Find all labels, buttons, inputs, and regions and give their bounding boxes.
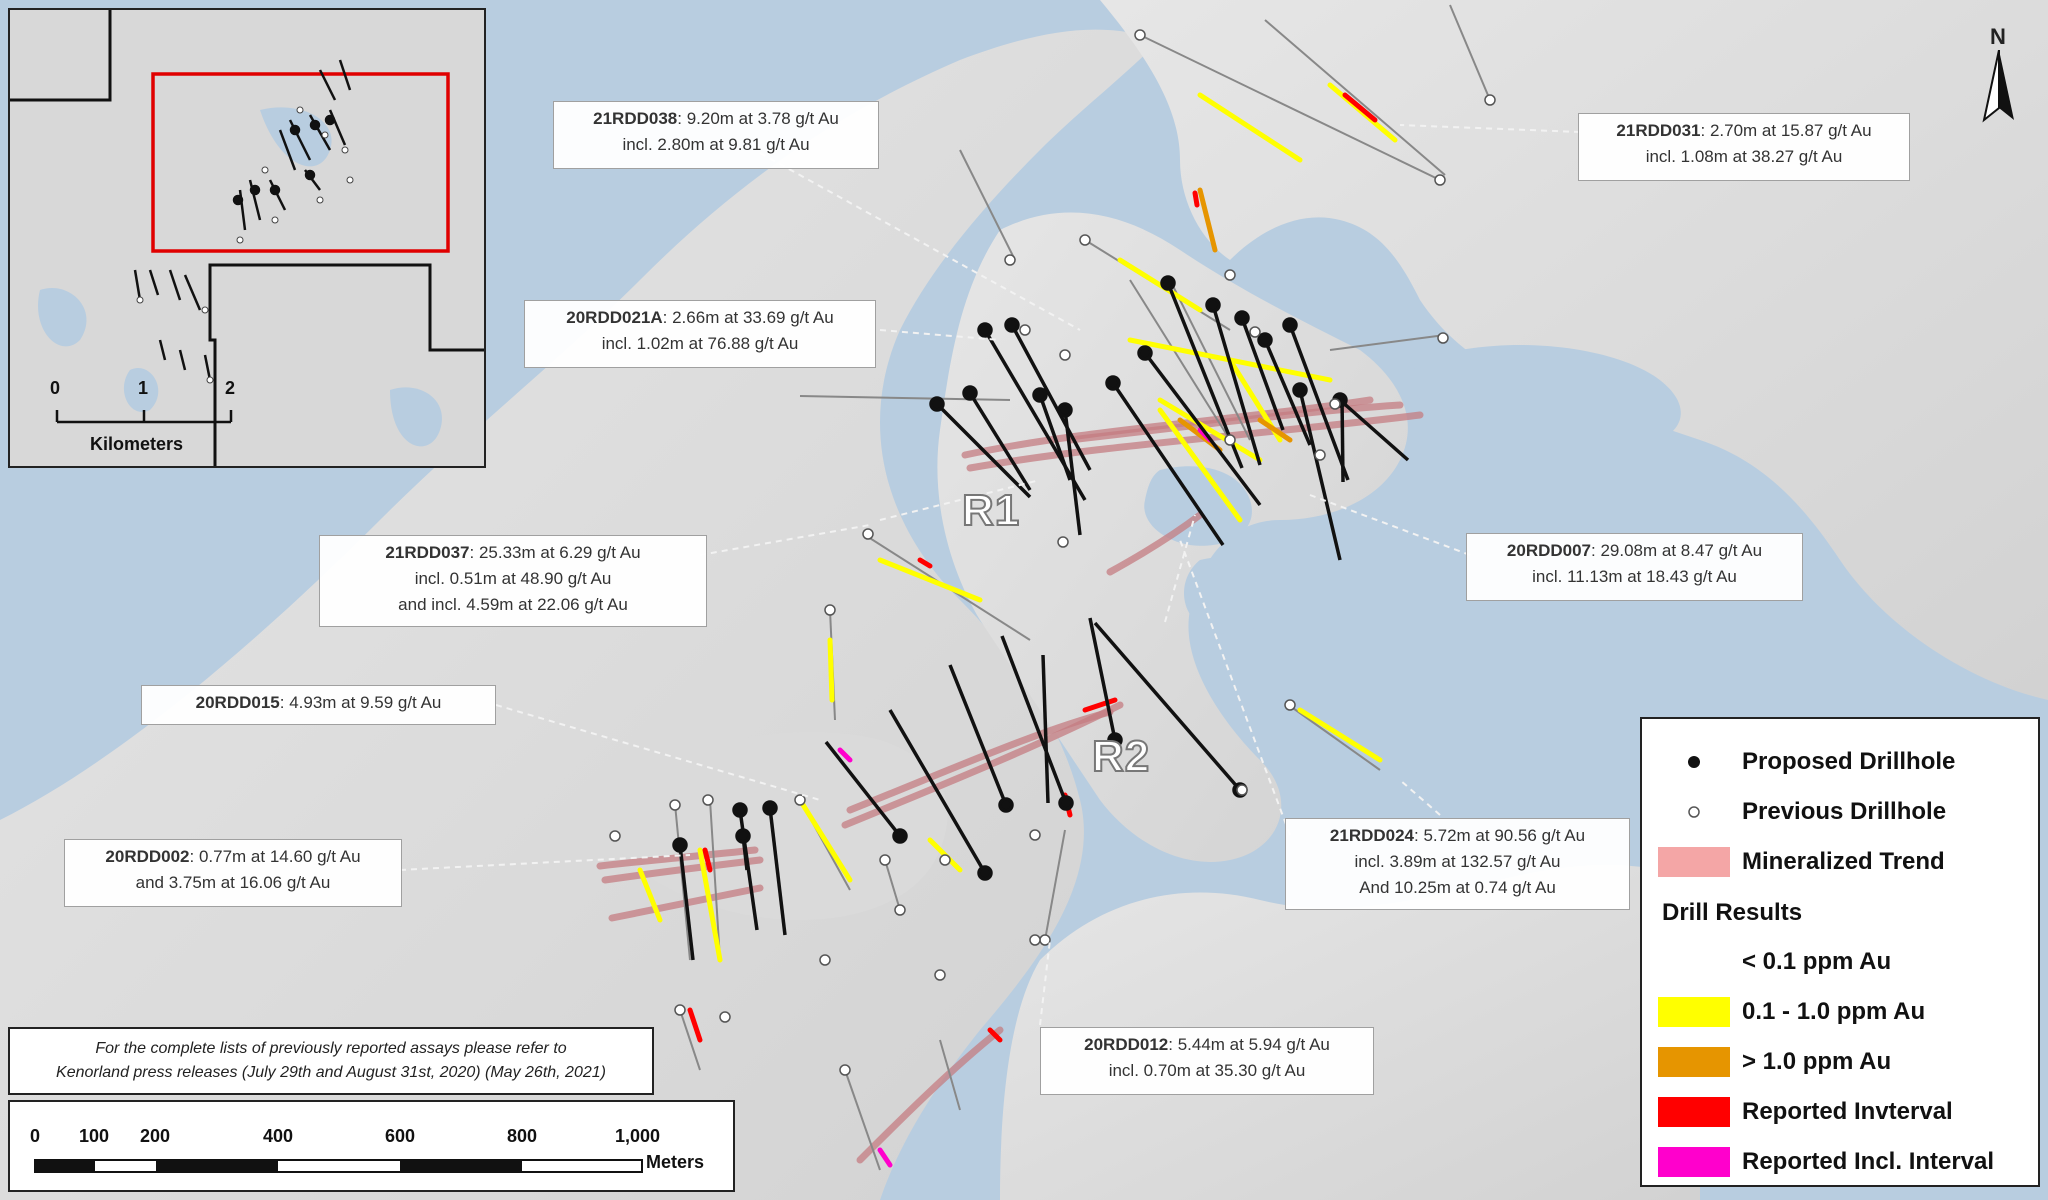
scale-tick-200: 200 <box>140 1126 171 1146</box>
inset-tick-2: 2 <box>225 378 236 398</box>
red-swatch <box>1658 1097 1730 1127</box>
note-line-1: For the complete lists of previously rep… <box>95 1040 567 1057</box>
inset-extent-box <box>151 72 450 253</box>
scale-tick-600: 600 <box>385 1126 416 1146</box>
scale-tick-100: 100 <box>79 1126 110 1146</box>
callout-20rdd007: 20RDD007: 29.08m at 8.47 g/t Au incl. 11… <box>1466 533 1803 601</box>
legend-previous: Previous Drillhole <box>1658 795 1946 829</box>
scale-tick-1000: 1,000 <box>615 1126 661 1146</box>
map-legend: Proposed Drillhole Previous Drillhole Mi… <box>1640 717 2040 1187</box>
scale-tick-0: 0 <box>30 1126 41 1146</box>
yellow-swatch <box>1658 997 1730 1027</box>
scale-tick-800: 800 <box>507 1126 538 1146</box>
zone-label-r1: R1 <box>961 485 1021 536</box>
scale-unit-label: Meters <box>646 1152 705 1172</box>
zone-label-r2: R2 <box>1091 731 1151 782</box>
previous-drillhole-collars <box>609 29 1496 1076</box>
north-label: N <box>1990 24 2006 49</box>
previous-drillhole-traces <box>674 4 1491 1171</box>
lake-small-3 <box>1183 557 1270 634</box>
reference-note: For the complete lists of previously rep… <box>8 1027 654 1095</box>
inset-location-map: 0 1 2 Kilometers <box>8 8 486 468</box>
drill-result-intervals <box>637 82 1398 1168</box>
proposed-drillhole-icon <box>1688 756 1700 768</box>
callout-21rdd038: 21RDD038: 9.20m at 3.78 g/t Au incl. 2.8… <box>553 101 879 169</box>
trend-swatch <box>1658 847 1730 877</box>
trend-r2-b <box>846 708 1114 814</box>
north-arrow: N <box>1976 24 2022 124</box>
legend-trend-label: Mineralized Trend <box>1742 848 1945 875</box>
legend-trend: Mineralized Trend <box>1658 845 1945 879</box>
callout-leaders <box>399 124 1581 1026</box>
note-line-2: Kenorland press releases (July 29th and … <box>56 1064 606 1081</box>
proposed-drillholes <box>672 275 1410 961</box>
legend-proposed: Proposed Drillhole <box>1658 745 1955 779</box>
orange-swatch <box>1658 1047 1730 1077</box>
legend-incl-label: Reported Incl. Interval <box>1742 1148 1995 1175</box>
legend-r2-label: > 1.0 ppm Au <box>1742 1048 1892 1075</box>
trend-south <box>856 1026 1004 1164</box>
inset-tick-0: 0 <box>50 378 61 398</box>
legend-proposed-label: Proposed Drillhole <box>1742 748 1956 775</box>
callout-20rdd021a: 20RDD021A: 2.66m at 33.69 g/t Au incl. 1… <box>524 300 876 368</box>
callout-20rdd002: 20RDD002: 0.77m at 14.60 g/t Au and 3.75… <box>64 839 402 907</box>
inset-canvas <box>10 10 484 466</box>
lake-small-1 <box>1412 345 1681 451</box>
legend-results-title: Drill Results <box>1662 899 1803 926</box>
land-south-west-island <box>602 732 948 920</box>
inset-scalebar <box>55 410 233 424</box>
legend-r0-label: < 0.1 ppm Au <box>1742 948 1892 975</box>
callout-21rdd031: 21RDD031: 2.70m at 15.87 g/t Au incl. 1.… <box>1578 113 1910 181</box>
legend-incl: Reported Incl. Interval <box>1658 1145 1994 1179</box>
legend-previous-label: Previous Drillhole <box>1742 798 1947 825</box>
legend-reported-label: Reported Invterval <box>1742 1098 1953 1125</box>
magenta-swatch <box>1658 1147 1730 1177</box>
scale-bar-graphic <box>34 1159 643 1173</box>
trend-r1-c <box>1066 401 1404 444</box>
legend-r0: < 0.1 ppm Au <box>1658 945 1891 979</box>
callout-20rdd015: 20RDD015: 4.93m at 9.59 g/t Au <box>141 685 496 725</box>
legend-reported: Reported Invterval <box>1658 1095 1953 1129</box>
scale-tick-400: 400 <box>263 1126 294 1146</box>
scale-bar: 0 100 200 400 600 800 1,000 Meters <box>8 1100 735 1192</box>
north-arrow-icon <box>1982 50 2014 123</box>
trend-sw-a <box>596 846 759 870</box>
callout-21rdd037: 21RDD037: 25.33m at 6.29 g/t Au incl. 0.… <box>319 535 707 627</box>
inset-unit-label: Kilometers <box>90 434 184 454</box>
callout-20rdd012: 20RDD012: 5.44m at 5.94 g/t Au incl. 0.7… <box>1040 1027 1374 1095</box>
trend-r1-a <box>961 396 1374 459</box>
legend-r1: 0.1 - 1.0 ppm Au <box>1658 995 1925 1029</box>
legend-r2: > 1.0 ppm Au <box>1658 1045 1891 1079</box>
trend-r1-south <box>1106 511 1204 576</box>
inset-tick-1: 1 <box>138 378 149 398</box>
callout-21rdd024: 21RDD024: 5.72m at 90.56 g/t Au incl. 3.… <box>1285 818 1630 910</box>
previous-drillhole-icon <box>1688 806 1700 818</box>
legend-r1-label: 0.1 - 1.0 ppm Au <box>1742 998 1926 1025</box>
